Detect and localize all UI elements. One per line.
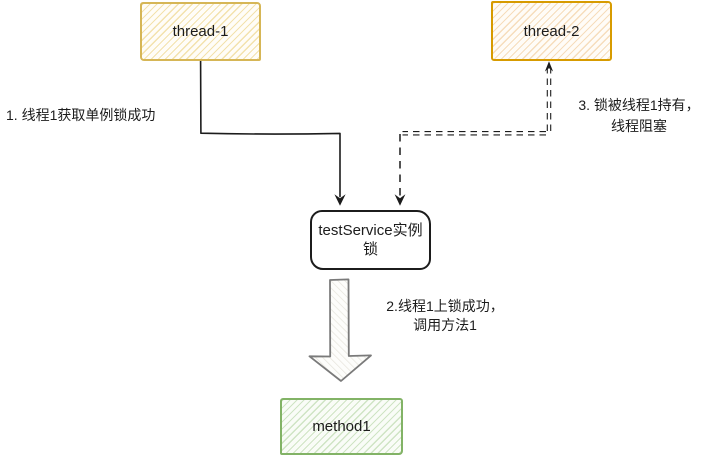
connector-thread2-to-lock <box>394 61 554 206</box>
arrowhead-down-dashed <box>394 194 406 206</box>
connector-thread1-to-lock <box>199 60 346 206</box>
step3-line2: 线程阻塞 <box>611 118 667 134</box>
method1-label: method1 <box>312 418 371 435</box>
node-testservice-lock: testService实例 锁 <box>310 210 431 270</box>
lock-label: testService实例 锁 <box>318 221 422 259</box>
thread-2-label: thread-2 <box>523 22 580 40</box>
annotation-step-1: 1. 线程1获取单例锁成功 <box>6 105 155 125</box>
thread-1-label: thread-1 <box>172 23 229 40</box>
step2-line1: 2.线程1上锁成功， <box>386 298 504 314</box>
arrowhead-down-solid <box>334 194 346 206</box>
node-thread-2: thread-2 <box>491 1 612 61</box>
node-thread-1: thread-1 <box>140 2 261 61</box>
step1-text: 1. 线程1获取单例锁成功 <box>6 107 156 123</box>
arrowhead-up-dashed <box>544 61 554 72</box>
lock-label-line1: testService实例 <box>318 222 423 239</box>
annotation-step-2: 2.线程1上锁成功， 调用方法1 <box>363 297 527 335</box>
step2-line2: 调用方法1 <box>413 317 477 333</box>
big-down-arrow <box>308 278 372 382</box>
annotation-step-3: 3. 锁被线程1持有， 线程阻塞 <box>558 95 720 137</box>
node-method1: method1 <box>280 398 403 455</box>
lock-label-line2: 锁 <box>362 241 378 258</box>
step3-line1: 3. 锁被线程1持有， <box>578 97 700 113</box>
